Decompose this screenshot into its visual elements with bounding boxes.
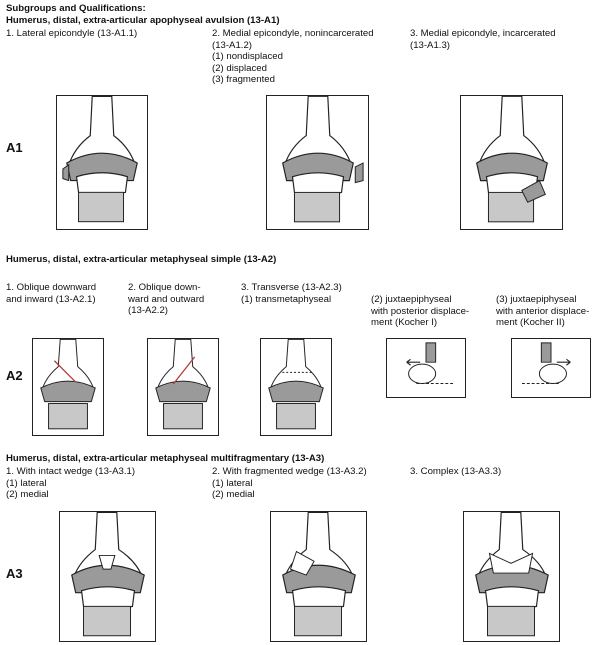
a3-2-diagram <box>270 511 367 642</box>
a3-caption-1: 1. With intact wedge (13-A3.1)(1) latera… <box>6 466 136 501</box>
row-label-a3: A3 <box>6 566 23 581</box>
a2-caption-3: 3. Transverse (13-A2.3)(1) transmetaphys… <box>241 282 342 305</box>
a1-caption-1: 1. Lateral epicondyle (13-A1.1) <box>6 28 138 39</box>
a2-5-diagram <box>511 338 591 398</box>
a3-1-diagram <box>59 511 156 642</box>
a2-1-diagram <box>32 338 104 436</box>
a3-3-diagram <box>463 511 560 642</box>
a2-4-diagram <box>386 338 466 398</box>
a3-caption-2: 2. With fragmented wedge (13-A3.2)(1) la… <box>212 466 367 501</box>
page-title: Subgroups and Qualifications: <box>6 3 146 14</box>
a2-2-diagram <box>147 338 219 436</box>
a1-1-diagram <box>56 95 148 230</box>
a2-heading: Humerus, distal, extra-articular metaphy… <box>6 254 277 265</box>
a3-heading: Humerus, distal, extra-articular metaphy… <box>6 453 325 464</box>
a3-caption-3: 3. Complex (13-A3.3) <box>410 466 502 477</box>
a1-caption-2: 2. Medial epicondyle, nonincarcerated(13… <box>212 28 374 86</box>
a1-3-diagram <box>460 95 563 230</box>
a1-heading: Humerus, distal, extra-articular apophys… <box>6 15 280 26</box>
a1-2-diagram <box>266 95 369 230</box>
a2-3-diagram <box>260 338 332 436</box>
row-label-a1: A1 <box>6 140 23 155</box>
a2-caption-2: 2. Oblique down-ward and outward (13-A2.… <box>128 282 205 317</box>
row-label-a2: A2 <box>6 368 23 383</box>
a1-caption-3: 3. Medial epicondyle, incarcerated(13-A1… <box>410 28 556 51</box>
